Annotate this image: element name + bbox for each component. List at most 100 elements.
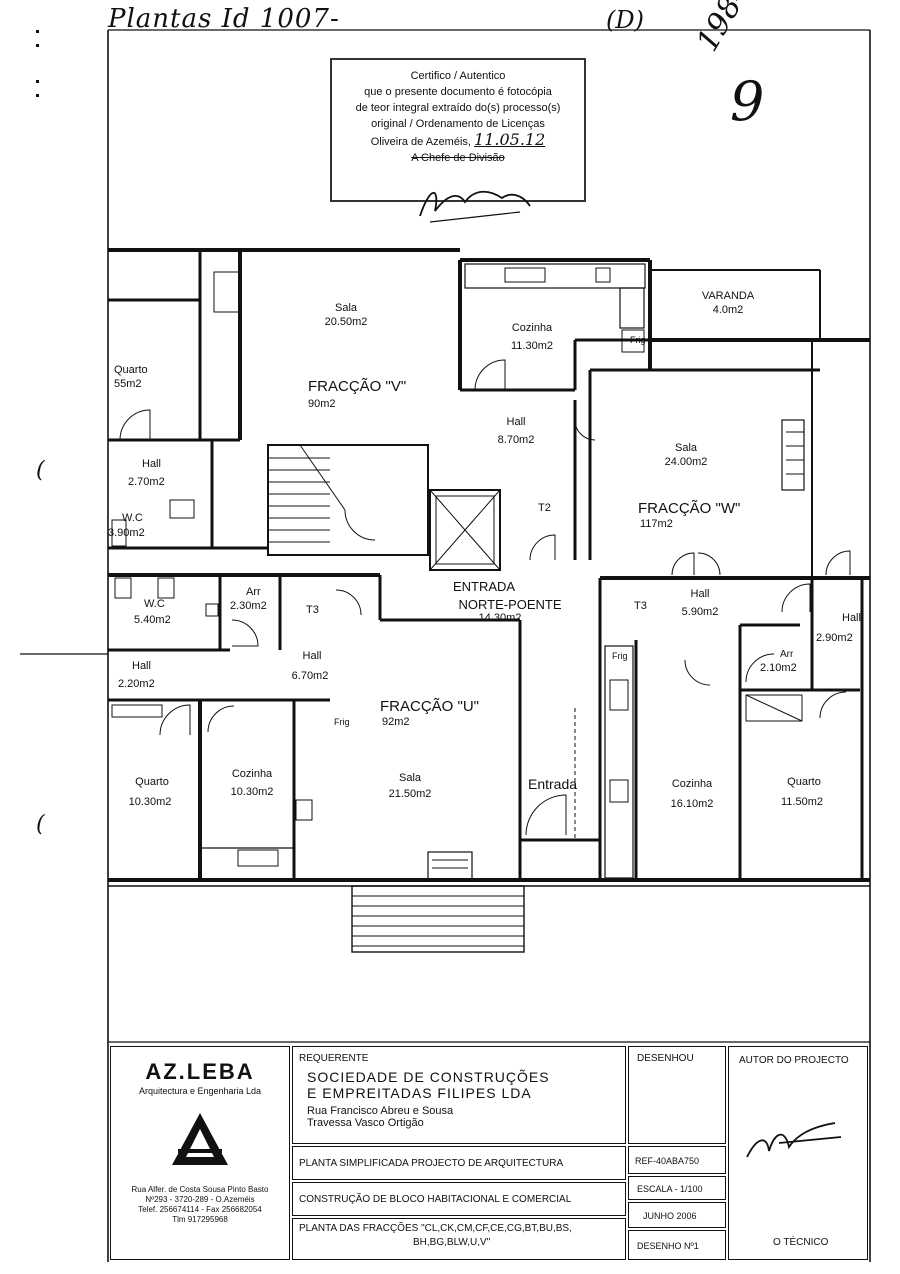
room-name: Sala [398,772,422,784]
plan-cell: PLANTA DAS FRACÇÕES "CL,CK,CM,CF,CE,CG,B… [292,1218,626,1260]
room-name: Hall [842,612,861,624]
company-logo [172,1113,228,1165]
entrance-title: NORTE-POENTE [458,597,562,612]
stamp-line: original / Ordenamento de Licenças [371,118,545,130]
room-name: Cozinha [671,778,713,790]
circle-mark: (D) [606,6,644,34]
author-signature [746,1122,842,1158]
date-value: JUNHO 2006 [643,1211,697,1221]
room-name: Hall [132,660,151,672]
stamp-date-line: Oliveira de Azeméis, 11.05.12 [332,132,584,150]
room-name: Hall [690,588,710,600]
requerente-name: E EMPREITADAS FILIPES LDA [307,1085,532,1101]
entrance-area: 14.30m2 [478,612,522,624]
company-name: AZ.LEBA [145,1059,255,1084]
appliance-label: Frig [334,717,350,727]
company-subtitle: Arquitectura e Engenharia Lda [138,1086,262,1096]
unit-name: FRACÇÃO "W" [638,500,741,517]
room-area: 4.0m2 [712,304,744,316]
room-area: 8.70m2 [497,434,535,446]
drawing-number-cell: DESENHO Nº1 [628,1230,726,1260]
author-cell: AUTOR DO PROJECTO O TÉCNICO [728,1046,868,1260]
company-cell: AZ.LEBA Arquitectura e Engenharia Lda Ru… [110,1046,290,1260]
room-area: 20.50m2 [324,316,368,328]
room-name: Sala [334,302,358,314]
room-name: Arr [780,649,794,660]
certification-stamp: Certifico / Autentico que o presente doc… [330,58,586,202]
room-area: 21.50m2 [388,788,432,800]
requerente-name: SOCIEDADE DE CONSTRUÇÕES [307,1069,550,1085]
room-area: 2.10m2 [760,662,797,674]
stamp-line: de teor integral extraído do(s) processo… [355,102,561,114]
room-area: 2.30m2 [230,600,267,612]
project-description: CONSTRUÇÃO DE BLOCO HABITACIONAL E COMER… [299,1194,572,1205]
room-area: 10.30m2 [230,786,274,798]
drawing-type: PLANTA SIMPLIFICADA PROJECTO DE ARQUITEC… [299,1158,564,1169]
entrance-door-label: Entrada [528,776,578,792]
room-area: 11.50m2 [781,796,823,808]
appliance-label: Frig [612,651,628,661]
room-name: Arr [246,586,261,598]
room-name: W.C [122,512,143,524]
plan-description: PLANTA DAS FRACÇÕES "CL,CK,CM,CF,CE,CG,B… [299,1223,572,1234]
reference-code: REF-40ABA750 [635,1156,700,1166]
room-area: 10.30m2 [128,796,172,808]
room-name: Sala [674,442,698,454]
handwritten-title: Plantas Id 1007- [108,4,340,34]
room-name: VARANDA [701,290,755,302]
typology-label: T2 [538,502,551,514]
technician-label: O TÉCNICO [773,1237,829,1248]
desenhou-label: DESENHOU [637,1053,694,1064]
room-name: Hall [302,650,322,662]
room-name: Quarto [787,776,821,788]
company-address-line: Telef. 256674114 - Fax 256682054 [138,1205,262,1214]
requerente-cell: REQUERENTE SOCIEDADE DE CONSTRUÇÕES E EM… [292,1046,626,1144]
room-area: 5.90m2 [681,606,719,618]
stamp-line: Certifico / Autentico [410,70,506,82]
room-area: 2.90m2 [816,632,853,644]
room-area: 3.90m2 [108,527,145,539]
requerente-address: Rua Francisco Abreu e Sousa [307,1105,454,1117]
appliance-label: Frig [630,335,646,345]
unit-area: 117m2 [640,518,673,530]
requerente-label: REQUERENTE [299,1053,369,1064]
desenhou-cell: DESENHOU [628,1046,726,1144]
left-paren-mark: ( [36,458,45,483]
room-name: Quarto [114,364,148,376]
room-area: 11.30m2 [511,340,553,352]
stamp-signature [419,190,531,223]
room-name: W.C [144,598,165,610]
requerente-address: Travessa Vasco Ortigão [307,1117,424,1129]
project-cell: CONSTRUÇÃO DE BLOCO HABITACIONAL E COMER… [292,1182,626,1216]
room-area: 6.70m2 [291,670,329,682]
unit-name: FRACÇÃO "V" [308,378,407,395]
company-address-line: Nº293 - 3720-289 - O.Azeméis [145,1195,255,1204]
stamp-line: que o presente documento é fotocópia [364,86,552,98]
room-name: Hall [142,458,161,470]
entrance-title: ENTRADA [452,579,516,594]
room-area: 24.00m2 [664,456,708,468]
ref-cell: REF-40ABA750 [628,1146,726,1174]
drawing-type-cell: PLANTA SIMPLIFICADA PROJECTO DE ARQUITEC… [292,1146,626,1180]
stamp-struck-line: A Chefe de Divisão [411,152,505,164]
company-address-line: Tlm 917295968 [172,1215,228,1224]
stamp-line: Oliveira de Azeméis, [370,136,471,148]
left-dots [36,30,40,110]
author-label: AUTOR DO PROJECTO [739,1055,849,1066]
drawing-number: DESENHO Nº1 [637,1241,699,1251]
room-area: 5.40m2 [134,614,171,626]
room-name: Cozinha [511,322,553,334]
room-area: 2.20m2 [118,678,155,690]
room-area: 16.10m2 [670,798,714,810]
left-paren-mark: ( [36,812,45,837]
typology-label: T3 [634,600,647,612]
unit-area: 92m2 [382,716,410,728]
room-area: 2.70m2 [128,476,165,488]
room-name: Quarto [135,776,169,788]
unit-area: 90m2 [308,398,336,410]
plan-description: BH,BG,BLW,U,V" [413,1237,491,1248]
company-address-line: Rua Alfer. de Costa Sousa Pinto Basto [131,1185,269,1194]
stamp-date: 11.05.12 [474,130,546,149]
room-area: 55m2 [114,378,142,390]
